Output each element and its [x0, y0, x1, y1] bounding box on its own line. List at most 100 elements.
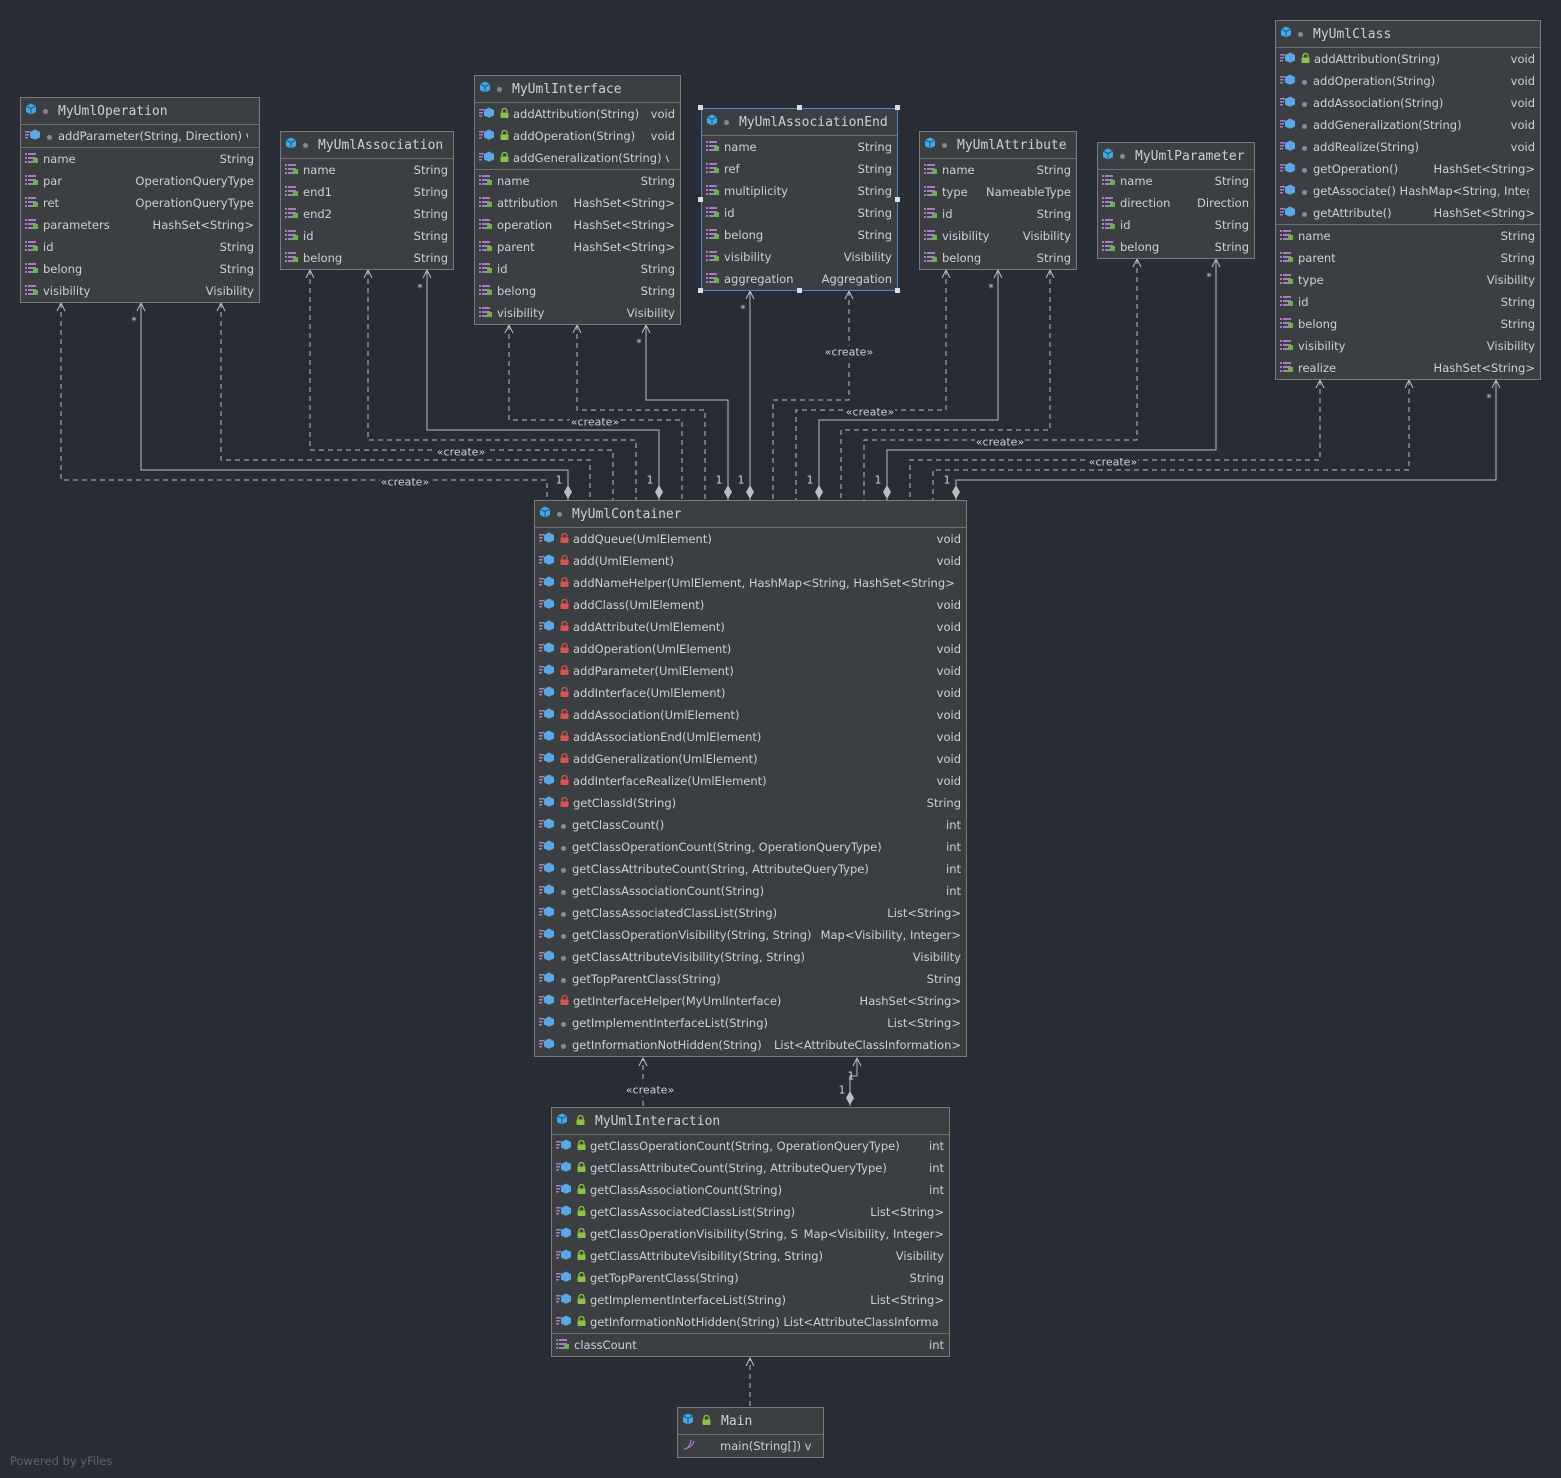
selection-handle[interactable] — [895, 288, 900, 293]
method-row[interactable]: getClassCount() int — [535, 814, 966, 836]
field-row[interactable]: belong String — [475, 280, 680, 302]
relationship-edge[interactable] — [140, 303, 569, 500]
class-node-iface[interactable]: MyUmlInterface addAttribution(String) vo… — [474, 75, 681, 325]
field-row[interactable]: parent HashSet<String> — [475, 236, 680, 258]
method-row[interactable]: add(UmlElement) void — [535, 550, 966, 572]
field-row[interactable]: realize HashSet<String> — [1276, 357, 1540, 379]
method-row[interactable]: addInterfaceRealize(UmlElement) void — [535, 770, 966, 792]
field-row[interactable]: id String — [920, 203, 1076, 225]
field-row[interactable]: aggregation Aggregation — [702, 268, 897, 290]
method-row[interactable]: getInterfaceHelper(MyUmlInterface) HashS… — [535, 990, 966, 1012]
field-row[interactable]: id String — [21, 236, 259, 258]
field-row[interactable]: visibility Visibility — [21, 280, 259, 302]
method-row[interactable]: addParameter(String, Direction) void — [21, 125, 259, 147]
relationship-edge[interactable] — [426, 270, 660, 500]
method-row[interactable]: getAssociate() HashMap<String, Integer> — [1276, 180, 1540, 202]
field-row[interactable]: belong String — [281, 247, 453, 269]
field-row[interactable]: type NameableType — [920, 181, 1076, 203]
class-node-param[interactable]: MyUmlParameter name String direction Dir… — [1097, 142, 1255, 259]
field-row[interactable]: name String — [21, 148, 259, 170]
method-row[interactable]: getOperation() HashSet<String> — [1276, 158, 1540, 180]
method-row[interactable]: addRealize(String) void — [1276, 136, 1540, 158]
class-node-inter[interactable]: MyUmlInteraction getClassOperationCount(… — [551, 1107, 950, 1357]
method-row[interactable]: getImplementInterfaceList(String) List<S… — [535, 1012, 966, 1034]
selection-handle[interactable] — [796, 288, 802, 293]
selection-handle[interactable] — [698, 105, 703, 110]
method-row[interactable]: getClassAssociationCount(String) int — [535, 880, 966, 902]
method-row[interactable]: getClassAssociatedClassList(String) List… — [535, 902, 966, 924]
relationship-edge[interactable] — [886, 259, 1217, 500]
method-row[interactable]: addGeneralization(UmlElement) void — [535, 748, 966, 770]
method-row[interactable]: getClassAttributeCount(String, Attribute… — [552, 1157, 949, 1179]
class-header[interactable]: MyUmlAttribute — [920, 132, 1076, 158]
field-row[interactable]: end1 String — [281, 181, 453, 203]
method-row[interactable]: main(String[]) void — [678, 1435, 823, 1457]
field-row[interactable]: operation HashSet<String> — [475, 214, 680, 236]
method-row[interactable]: getClassAssociationCount(String) int — [552, 1179, 949, 1201]
method-row[interactable]: addQueue(UmlElement) void — [535, 528, 966, 550]
method-row[interactable]: getClassAssociatedClassList(String) List… — [552, 1201, 949, 1223]
method-row[interactable]: getInformationNotHidden(String) List<Att… — [535, 1034, 966, 1056]
field-row[interactable]: attribution HashSet<String> — [475, 192, 680, 214]
relationship-edge[interactable] — [840, 270, 1051, 500]
field-row[interactable]: parameters HashSet<String> — [21, 214, 259, 236]
relationship-edge[interactable] — [309, 270, 614, 500]
method-row[interactable]: getClassOperationCount(String, Operation… — [552, 1135, 949, 1157]
field-row[interactable]: end2 String — [281, 203, 453, 225]
field-row[interactable]: visibility Visibility — [475, 302, 680, 324]
method-row[interactable]: addAssociationEnd(UmlElement) void — [535, 726, 966, 748]
method-row[interactable]: getTopParentClass(String) String — [535, 968, 966, 990]
class-node-op[interactable]: MyUmlOperation addParameter(String, Dire… — [20, 97, 260, 303]
selection-handle[interactable] — [895, 196, 900, 202]
relationship-edge[interactable] — [932, 380, 1410, 500]
method-row[interactable]: getImplementInterfaceList(String) List<S… — [552, 1289, 949, 1311]
field-row[interactable]: name String — [920, 159, 1076, 181]
selection-handle[interactable] — [895, 105, 900, 110]
field-row[interactable]: name String — [1276, 225, 1540, 247]
selection-handle[interactable] — [698, 288, 703, 293]
method-row[interactable]: getClassAttributeVisibility(String, Stri… — [535, 946, 966, 968]
class-header[interactable]: MyUmlContainer — [535, 501, 966, 527]
relationship-edge[interactable] — [795, 270, 947, 500]
method-row[interactable]: getTopParentClass(String) String — [552, 1267, 949, 1289]
field-row[interactable]: direction Direction — [1098, 192, 1254, 214]
field-row[interactable]: name String — [281, 159, 453, 181]
relationship-edge[interactable] — [645, 325, 729, 500]
field-row[interactable]: ret OperationQueryType — [21, 192, 259, 214]
relationship-edge[interactable] — [909, 380, 1321, 500]
selection-handle[interactable] — [796, 105, 802, 110]
relationship-edge[interactable] — [367, 270, 637, 500]
field-row[interactable]: belong String — [702, 224, 897, 246]
field-row[interactable]: id String — [475, 258, 680, 280]
field-row[interactable]: multiplicity String — [702, 180, 897, 202]
field-row[interactable]: id String — [1098, 214, 1254, 236]
field-row[interactable]: name String — [1098, 170, 1254, 192]
field-row[interactable]: id String — [1276, 291, 1540, 313]
field-row[interactable]: belong String — [920, 247, 1076, 269]
method-row[interactable]: addAssociation(String) void — [1276, 92, 1540, 114]
method-row[interactable]: addAttribution(String) void — [475, 103, 680, 125]
method-row[interactable]: addOperation(String) void — [475, 125, 680, 147]
method-row[interactable]: getInformationNotHidden(String) List<Att… — [552, 1311, 949, 1333]
selection-handle[interactable] — [698, 196, 703, 202]
method-row[interactable]: addParameter(UmlElement) void — [535, 660, 966, 682]
class-node-cls[interactable]: MyUmlClass addAttribution(String) void a… — [1275, 20, 1541, 380]
field-row[interactable]: type Visibility — [1276, 269, 1540, 291]
method-row[interactable]: addGeneralization(String) void — [475, 147, 680, 169]
class-node-main[interactable]: Main main(String[]) void — [677, 1407, 824, 1458]
field-row[interactable]: id String — [702, 202, 897, 224]
class-node-assoc[interactable]: MyUmlAssociation name String end1 String… — [280, 131, 454, 270]
method-row[interactable]: addOperation(UmlElement) void — [535, 638, 966, 660]
method-row[interactable]: addNameHelper(UmlElement, HashMap<String… — [535, 572, 966, 594]
class-header[interactable]: MyUmlAssociationEnd — [702, 109, 897, 135]
class-header[interactable]: MyUmlClass — [1276, 21, 1540, 47]
field-row[interactable]: name String — [702, 136, 897, 158]
method-row[interactable]: getClassOperationCount(String, Operation… — [535, 836, 966, 858]
method-row[interactable]: addAssociation(UmlElement) void — [535, 704, 966, 726]
field-row[interactable]: visibility Visibility — [920, 225, 1076, 247]
relationship-edge[interactable] — [576, 325, 706, 500]
class-header[interactable]: Main — [678, 1408, 823, 1434]
field-row[interactable]: belong String — [1276, 313, 1540, 335]
field-row[interactable]: id String — [281, 225, 453, 247]
field-row[interactable]: ref String — [702, 158, 897, 180]
